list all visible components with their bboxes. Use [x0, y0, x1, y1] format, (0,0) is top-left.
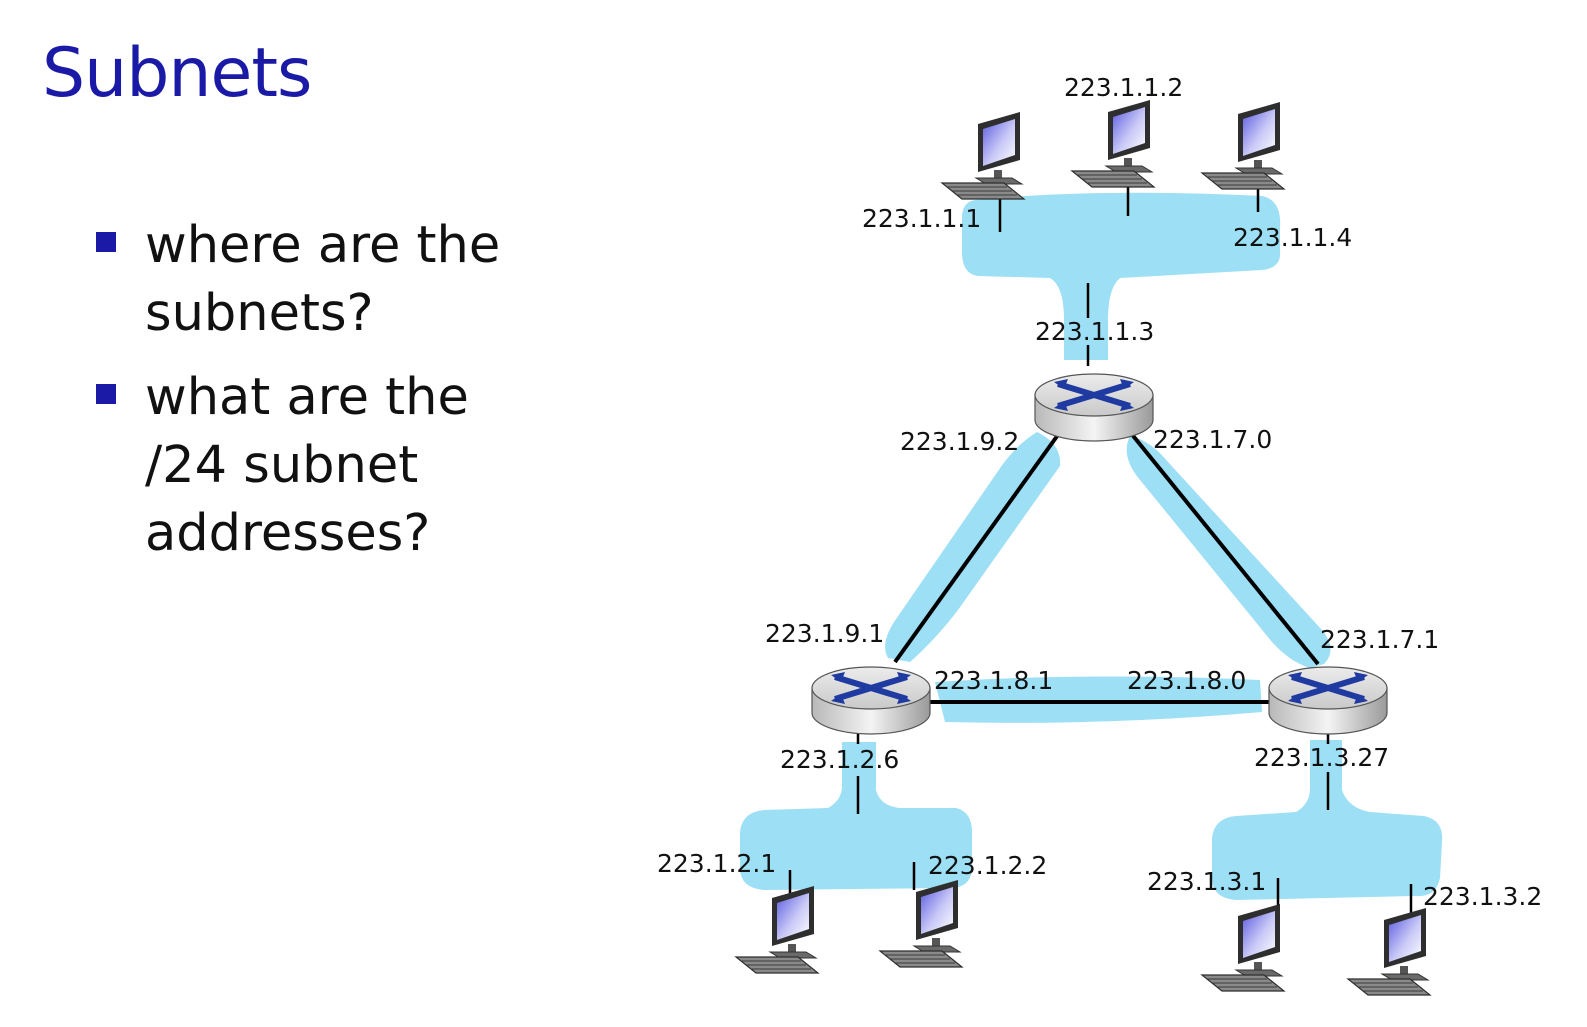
link-top-left — [893, 430, 1062, 664]
ip-label: 223.1.1.3 — [1035, 317, 1154, 346]
desktop-computer-icon — [1201, 903, 1285, 992]
link-top-right — [1128, 430, 1320, 666]
ip-label: 223.1.9.2 — [900, 427, 1019, 456]
desktop-computer-icon — [941, 111, 1025, 200]
bullet-list: where are the subnets? what are the /24 … — [96, 212, 556, 584]
router-icon — [1269, 667, 1387, 734]
ip-label: 223.1.2.2 — [928, 851, 1047, 880]
ip-label: 223.1.8.0 — [1127, 666, 1246, 695]
ip-label: 223.1.1.2 — [1064, 73, 1183, 102]
ip-label: 223.1.2.1 — [657, 849, 776, 878]
desktop-computer-icon — [1071, 99, 1155, 188]
ip-label: 223.1.3.2 — [1423, 882, 1542, 911]
router-icon — [1035, 374, 1153, 441]
subnet-blob-top — [962, 192, 1281, 360]
subnet-blobs — [740, 192, 1443, 900]
square-bullet-icon — [96, 232, 116, 252]
ip-label: 223.1.8.1 — [934, 666, 1053, 695]
slide-title: Subnets — [42, 34, 312, 113]
ip-labels: 223.1.1.1 223.1.1.2 223.1.1.4 223.1.1.3 … — [657, 73, 1542, 911]
desktop-computer-icon — [1347, 907, 1431, 996]
ip-label: 223.1.7.0 — [1153, 425, 1272, 454]
desktop-computer-icon — [735, 885, 819, 974]
bullet-item: where are the subnets? — [96, 212, 556, 348]
square-bullet-icon — [96, 384, 116, 404]
ip-label: 223.1.3.1 — [1147, 867, 1266, 896]
desktop-computer-icon — [879, 879, 963, 968]
ip-label: 223.1.1.4 — [1233, 223, 1352, 252]
ip-label: 223.1.1.1 — [862, 204, 981, 233]
desktop-computer-icon — [1201, 101, 1285, 190]
ip-label: 223.1.2.6 — [780, 745, 899, 774]
subnet-blob-bottom-left — [740, 742, 972, 890]
bullet-text: what are the /24 subnet addresses? — [145, 368, 469, 563]
router-icon — [812, 667, 930, 734]
subnet-blob-bottom-right — [1212, 740, 1443, 900]
ip-label: 223.1.9.1 — [765, 619, 884, 648]
router-links — [893, 430, 1320, 704]
ip-label: 223.1.3.27 — [1254, 743, 1389, 772]
subnet-blob-bottom-link — [935, 676, 1262, 723]
ip-label: 223.1.7.1 — [1320, 625, 1439, 654]
bullet-text: where are the subnets? — [145, 216, 501, 343]
bullet-item: what are the /24 subnet addresses? — [96, 364, 556, 568]
